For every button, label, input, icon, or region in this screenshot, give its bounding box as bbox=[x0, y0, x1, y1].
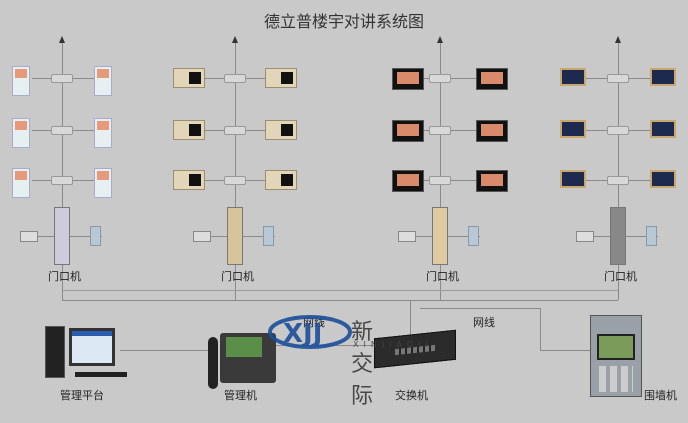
management-station bbox=[208, 333, 276, 389]
door-lock bbox=[193, 231, 211, 242]
indoor-monitor bbox=[392, 170, 424, 192]
diagram-title: 德立普楼宇对讲系统图 bbox=[263, 12, 424, 31]
door-station bbox=[54, 207, 70, 265]
distributor bbox=[607, 126, 629, 135]
distributor bbox=[51, 176, 73, 185]
indoor-monitor bbox=[476, 68, 508, 90]
cable-wall-h bbox=[540, 350, 590, 351]
watermark-logo: XJJ 新交际 XINJIAOJI bbox=[265, 310, 428, 409]
cable-wall bbox=[420, 308, 540, 309]
indoor-monitor bbox=[265, 120, 297, 140]
indoor-monitor bbox=[265, 68, 297, 88]
indoor-monitor bbox=[650, 120, 676, 138]
indoor-monitor bbox=[392, 120, 424, 142]
indoor-monitor bbox=[173, 68, 205, 88]
distributor bbox=[224, 176, 246, 185]
arrow-up-icon bbox=[437, 36, 443, 43]
door-station bbox=[432, 207, 448, 265]
riser-cable bbox=[440, 40, 441, 300]
distributor bbox=[51, 74, 73, 83]
cable-switch bbox=[410, 300, 411, 345]
card-reader bbox=[90, 226, 101, 246]
platform-label: 管理平台 bbox=[60, 389, 104, 402]
wall-unit-label: 围墙机 bbox=[644, 389, 677, 402]
door-station-label: 门口机 bbox=[604, 270, 637, 283]
indoor-monitor bbox=[12, 168, 30, 198]
arrow-up-icon bbox=[59, 36, 65, 43]
door-lock bbox=[20, 231, 38, 242]
indoor-monitor bbox=[476, 120, 508, 142]
card-reader bbox=[468, 226, 479, 246]
riser-cable bbox=[62, 40, 63, 300]
distributor bbox=[224, 126, 246, 135]
card-reader bbox=[263, 226, 274, 246]
cable-wall-v bbox=[540, 308, 541, 350]
indoor-monitor bbox=[560, 68, 586, 86]
arrow-up-icon bbox=[232, 36, 238, 43]
wall-unit bbox=[590, 315, 642, 397]
watermark-subtext: XINJIAOJI bbox=[353, 340, 433, 349]
indoor-monitor bbox=[12, 118, 30, 148]
indoor-monitor bbox=[94, 118, 112, 148]
distributor bbox=[224, 74, 246, 83]
distributor bbox=[429, 126, 451, 135]
door-station-label: 门口机 bbox=[426, 270, 459, 283]
indoor-monitor bbox=[650, 68, 676, 86]
riser-cable bbox=[618, 40, 619, 300]
indoor-monitor bbox=[265, 170, 297, 190]
distributor bbox=[429, 74, 451, 83]
indoor-monitor bbox=[476, 170, 508, 192]
network-bus-2 bbox=[62, 290, 618, 291]
indoor-monitor bbox=[560, 120, 586, 138]
distributor bbox=[607, 176, 629, 185]
switch-label: 交换机 bbox=[395, 389, 428, 402]
door-station-label: 门口机 bbox=[48, 270, 81, 283]
door-station-label: 门口机 bbox=[221, 270, 254, 283]
indoor-monitor bbox=[94, 66, 112, 96]
arrow-up-icon bbox=[615, 36, 621, 43]
watermark-text: 新交际 bbox=[351, 320, 374, 409]
manager-label: 管理机 bbox=[224, 389, 257, 402]
door-lock bbox=[576, 231, 594, 242]
distributor bbox=[429, 176, 451, 185]
indoor-monitor bbox=[173, 170, 205, 190]
network-switch bbox=[374, 329, 456, 369]
indoor-monitor bbox=[173, 120, 205, 140]
network-bus bbox=[62, 300, 618, 301]
svg-text:XJJ: XJJ bbox=[283, 319, 322, 349]
door-station bbox=[610, 207, 626, 265]
cable-platform bbox=[120, 350, 215, 351]
xjj-logo-icon: XJJ bbox=[268, 315, 352, 349]
distributor bbox=[51, 126, 73, 135]
indoor-monitor bbox=[560, 170, 586, 188]
riser-cable bbox=[235, 40, 236, 300]
indoor-monitor bbox=[94, 168, 112, 198]
indoor-monitor bbox=[392, 68, 424, 90]
indoor-monitor bbox=[650, 170, 676, 188]
cable-label: 网线 bbox=[473, 316, 495, 329]
distributor bbox=[607, 74, 629, 83]
door-station bbox=[227, 207, 243, 265]
indoor-monitor bbox=[12, 66, 30, 96]
card-reader bbox=[646, 226, 657, 246]
door-lock bbox=[398, 231, 416, 242]
